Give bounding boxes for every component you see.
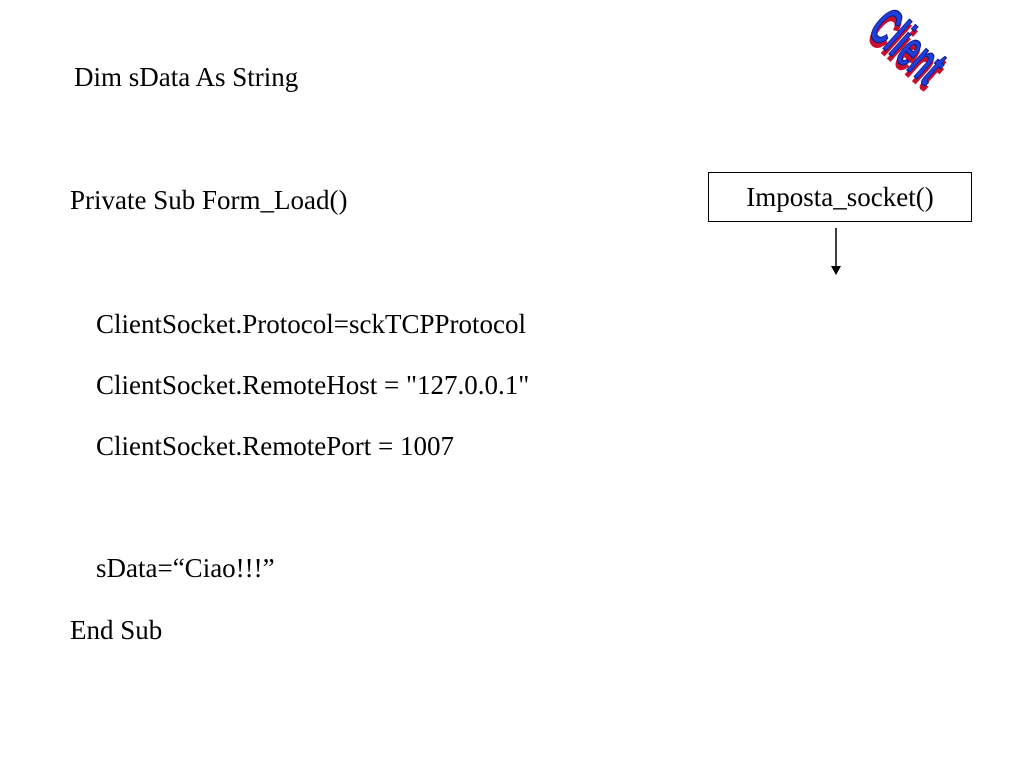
imposta-socket-box: Imposta_socket()	[708, 172, 972, 222]
imposta-socket-label: Imposta_socket()	[746, 181, 934, 212]
protocol-line: ClientSocket.Protocol=sckTCPProtocol	[96, 309, 526, 339]
client-wordart: Client Client	[868, 0, 958, 101]
remote-host-line: ClientSocket.RemoteHost = "127.0.0.1"	[96, 370, 530, 400]
dim-declaration-line: Dim sData As String	[74, 62, 299, 92]
sub-start-line: Private Sub Form_Load()	[70, 185, 348, 215]
sub-end-line: End Sub	[70, 615, 163, 645]
remote-port-line: ClientSocket.RemotePort = 1007	[96, 431, 454, 461]
wordart-text: Client	[868, 0, 957, 96]
sdata-assignment-line: sData=“Ciao!!!”	[96, 553, 275, 583]
down-arrow-icon	[831, 228, 841, 275]
